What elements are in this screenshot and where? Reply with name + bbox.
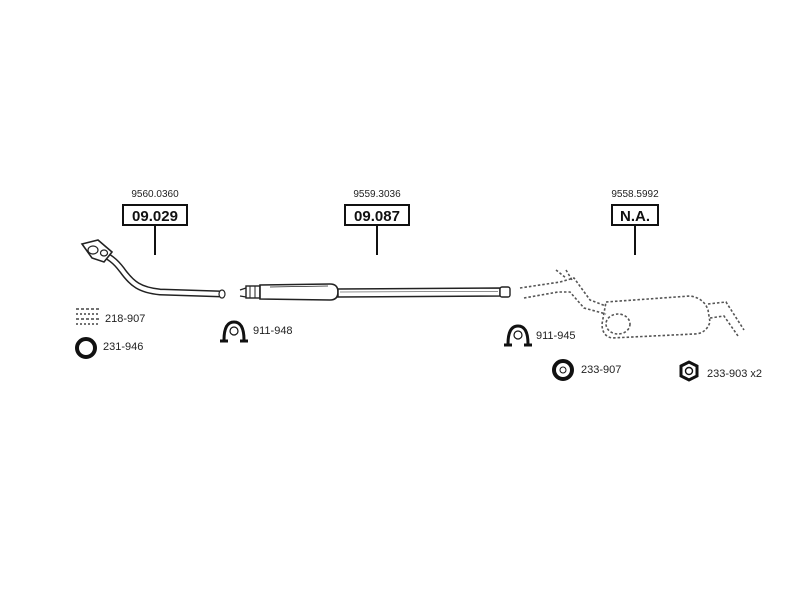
- part-label-233-907: 233-907: [581, 364, 622, 376]
- code-box-middle[interactable]: 09.087: [344, 204, 410, 226]
- ref-number-middle: 9559.3036: [353, 189, 401, 200]
- clamp-icon-rear[interactable]: [504, 324, 532, 347]
- gasket-ring-icon[interactable]: [75, 337, 97, 359]
- middle-silencer-icon[interactable]: [239, 283, 511, 301]
- code-box-rear[interactable]: N.A.: [611, 204, 659, 226]
- part-label-911-948: 911-948: [253, 325, 293, 337]
- part-label-231-946: 231-946: [103, 341, 144, 353]
- ref-number-front: 9560.0360: [131, 189, 179, 200]
- hex-nut-icon[interactable]: [679, 360, 699, 382]
- rear-silencer-icon[interactable]: [519, 269, 745, 339]
- code-box-front[interactable]: 09.029: [122, 204, 188, 226]
- clamp-icon-front[interactable]: [220, 320, 248, 343]
- gasket-ring-rear-icon[interactable]: [552, 359, 574, 381]
- front-pipe-icon[interactable]: [80, 239, 226, 299]
- ref-number-rear: 9558.5992: [611, 189, 659, 200]
- part-label-911-945: 911-945: [536, 330, 576, 342]
- part-label-233-903: 233-903 x2: [707, 368, 763, 380]
- part-label-218-907: 218-907: [105, 313, 146, 325]
- bolt-kit-icon[interactable]: [76, 308, 100, 325]
